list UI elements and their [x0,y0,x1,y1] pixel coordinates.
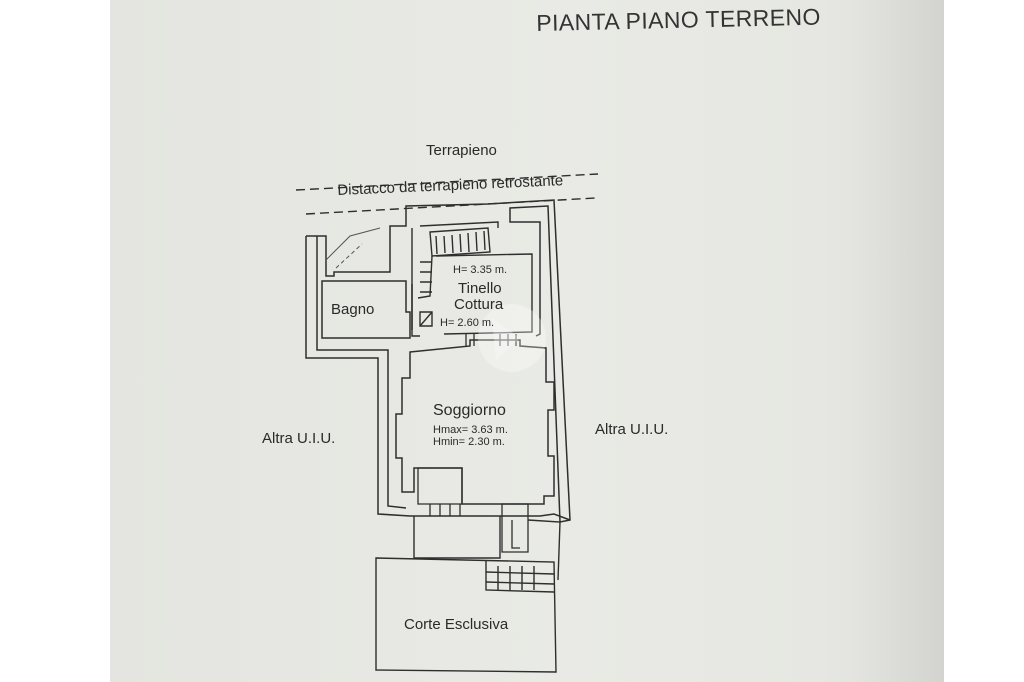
label-terrapieno: Terrapieno [426,142,497,159]
front-steps [417,467,529,553]
floor-plan-sheet [110,0,944,682]
label-altra-uiu-left: Altra U.I.U. [262,430,336,447]
label-cottura: Cottura [454,296,504,313]
label-tinello-height-top: H= 3.35 m. [453,264,508,276]
kitchen-room [435,253,533,335]
embankment-dashed-line [295,173,599,191]
doorway-passage [465,334,517,346]
label-soggiorno: Soggiorno [433,402,506,419]
label-tinello-height-bottom: H= 2.60 m. [440,317,495,329]
label-soggiorno-hmin: Hmin= 2.30 m. [433,436,505,448]
label-corte-esclusiva: Corte Esclusiva [404,616,509,633]
stair-area [411,221,499,337]
paper-shading [854,0,944,682]
label-tinello: Tinello [458,280,502,297]
watermark-logo [478,304,546,372]
label-bagno: Bagno [331,301,375,318]
outer-wall [305,199,571,523]
courtyard [375,516,561,673]
living-room [395,339,555,505]
terrain-hatch [325,227,381,269]
label-soggiorno-hmax: Hmax= 3.63 m. [433,424,508,436]
label-altra-uiu-right: Altra U.I.U. [595,421,669,438]
